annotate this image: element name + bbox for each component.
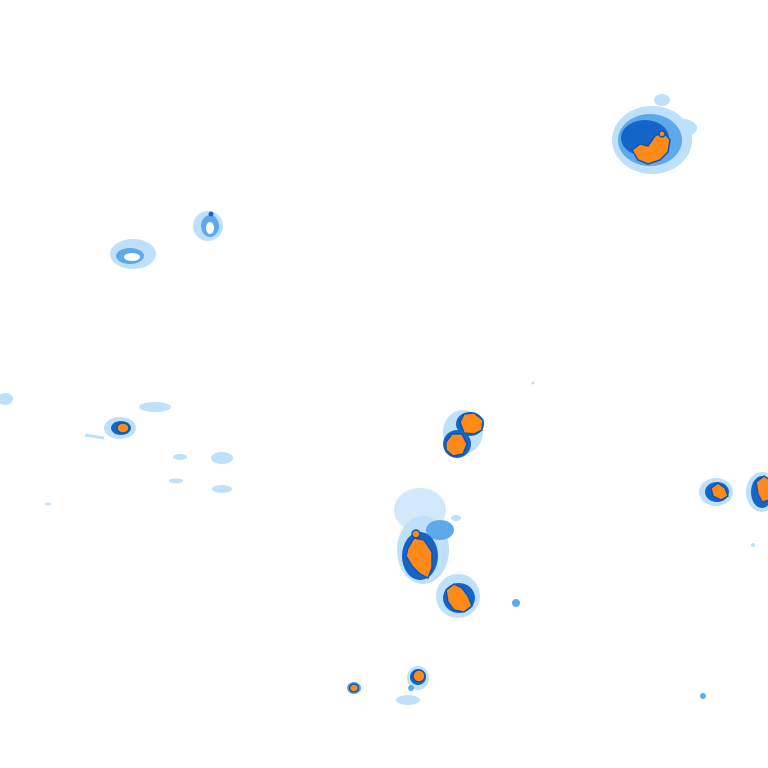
storm-cell xyxy=(347,682,361,694)
storm-cell xyxy=(436,574,520,618)
storm-cell xyxy=(531,381,755,699)
storm-cell xyxy=(396,666,429,705)
storm-cell xyxy=(0,393,13,405)
storm-cell xyxy=(84,417,136,440)
storm-cell xyxy=(443,410,484,458)
storm-cell xyxy=(394,488,461,584)
storm-cell xyxy=(45,402,233,506)
storm-cell xyxy=(193,211,223,241)
storm-cell xyxy=(699,478,733,506)
storm-cell xyxy=(612,94,697,174)
storm-cell xyxy=(746,472,768,512)
storm-cell xyxy=(110,239,156,269)
